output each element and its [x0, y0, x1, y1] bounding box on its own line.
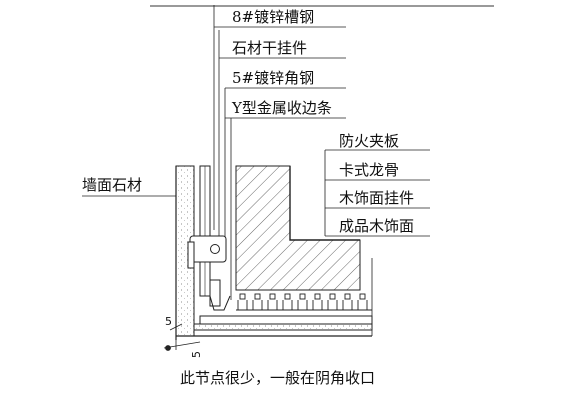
keel-fastener: [284, 293, 291, 300]
keel-fastener: [269, 293, 276, 300]
keel-fastener: [329, 293, 336, 300]
keel-fastener: [359, 293, 366, 300]
y-metal-trim: [209, 295, 231, 311]
dimension-value-left: 5: [165, 315, 172, 328]
label-wood-hanger: 木饰面挂件: [339, 189, 414, 207]
label-channel-steel: 8#镀锌槽钢: [232, 8, 314, 26]
keel-clip: [327, 300, 338, 311]
label-wood-veneer: 成品木饰面: [339, 217, 414, 235]
keel-fastener: [254, 293, 261, 300]
keel-clip: [357, 300, 368, 311]
stone-hanger-bracket: [187, 235, 227, 307]
keel-clip: [282, 300, 293, 311]
label-stone-hanger: 石材干挂件: [232, 39, 307, 57]
label-fire-plywood: 防火夹板: [339, 132, 399, 150]
label-angle-steel: 5#镀锌角钢: [232, 69, 314, 87]
keel-clip: [312, 300, 323, 311]
keel-clip: [267, 300, 278, 311]
top-leader-group: [213, 5, 346, 300]
right-leader-group: [324, 149, 430, 237]
keel-clip: [342, 300, 353, 311]
keel-clip: [237, 300, 248, 311]
label-keel: 卡式龙骨: [339, 161, 399, 179]
keel-fastener: [344, 293, 351, 300]
wood-veneer-panel: [199, 315, 373, 325]
wood-veneer-back: [193, 323, 373, 331]
keel-clip: [297, 300, 308, 311]
drawing-caption: 此节点很少，一般在阴角收口: [180, 369, 375, 387]
keel-fastener: [299, 293, 306, 300]
label-y-trim: Y型金属收边条: [231, 99, 332, 117]
fire-plywood-layer: [289, 166, 360, 241]
keel-fastener: [314, 293, 321, 300]
dimension-bottom: [163, 341, 201, 351]
keel-clip: [252, 300, 263, 311]
keel-clip-row: [236, 293, 372, 311]
keel-fastener: [239, 293, 246, 300]
dimension-value-bottom: 5: [190, 351, 203, 358]
label-wall-stone: 墙面石材: [82, 176, 142, 194]
